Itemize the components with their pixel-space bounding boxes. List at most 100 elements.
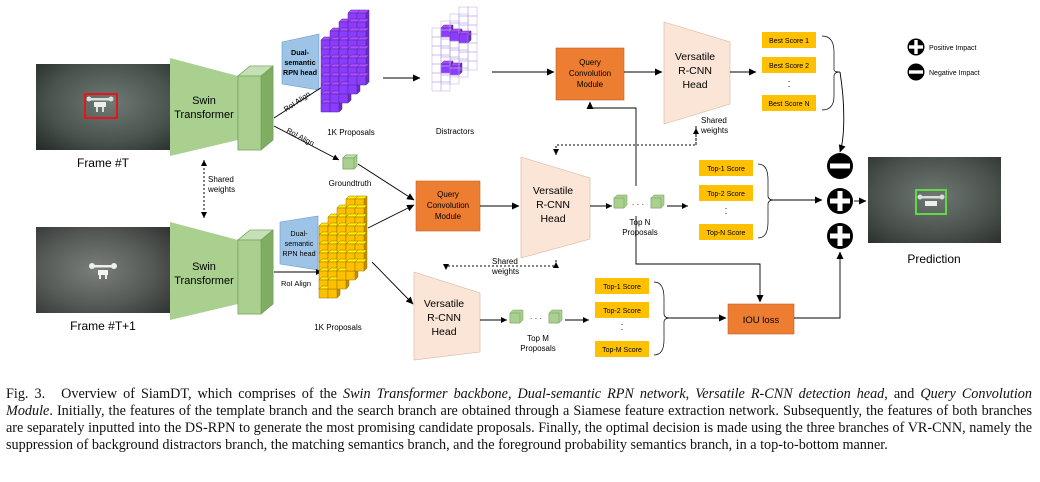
svg-text:· · ·: · · · <box>632 200 644 209</box>
roi-align-label-top: RoI Align <box>282 89 312 113</box>
swin-label-top-2: Transformer <box>174 109 234 121</box>
proposal-cube <box>329 102 340 113</box>
swin-label-top-1: Swin <box>192 95 216 107</box>
rpn-top-label-2: semantic <box>284 58 315 67</box>
distractor-cell <box>440 47 451 58</box>
distractor-cell <box>467 60 478 71</box>
rcnn-shared-weights-4: weights <box>491 267 519 276</box>
rcnn-mid-label-1: Versatile <box>533 185 573 197</box>
top-n-cube-2 <box>650 194 665 209</box>
distractor-cell <box>440 36 451 47</box>
proposal-cube <box>356 75 367 86</box>
rpn-bottom-label-1: Dual- <box>290 229 308 238</box>
legend-positive-label: Positive Impact <box>929 45 977 52</box>
roi-align-label-bottom: RoI Align <box>281 279 311 288</box>
rcnn-top-label-2: R-CNN <box>678 65 712 77</box>
distractor-cell <box>458 6 469 17</box>
distractor-cell <box>467 15 478 26</box>
top-m-cube-1 <box>509 309 524 324</box>
target-box <box>84 93 118 119</box>
distractor-cell <box>449 74 460 85</box>
swin-label-bottom-1: Swin <box>192 261 216 273</box>
brace-top <box>757 163 775 239</box>
top-score-n: Top-N Score <box>707 230 746 237</box>
distractor-cell <box>431 36 442 47</box>
qcm-top-label-3: Module <box>577 80 604 89</box>
distractor-cell <box>467 42 478 53</box>
distractors-label: Distractors <box>436 127 474 136</box>
proposal-cube <box>318 288 329 299</box>
rcnn-shared-weights-2: weights <box>700 126 728 135</box>
proposal-cube <box>336 279 347 290</box>
query-conv-module-top: Query Convolution Module <box>555 47 625 101</box>
rpn-top-label-3: RPN head <box>283 68 317 77</box>
svg-text:· · ·: · · · <box>530 314 542 323</box>
distractor-cell <box>431 27 442 38</box>
plus-circle-icon <box>827 188 853 214</box>
figure-number: Fig. 3. <box>6 386 46 402</box>
swin-transformer-top <box>170 58 238 156</box>
minus-circle-icon <box>827 153 853 179</box>
distractor-cell <box>467 6 478 17</box>
svg-text:·: · <box>788 76 791 86</box>
rpn-bottom-label-2: semantic <box>285 239 314 248</box>
ds-rpn-head-top: Dual- semantic RPN head <box>281 33 320 91</box>
proposal-cube <box>347 75 358 86</box>
topm-score-m: Top-M Score <box>602 347 642 354</box>
distractor-cell <box>440 72 451 83</box>
architecture-diagram: Frame #T Frame #T+1 Swin Transformer Swi… <box>36 6 1001 361</box>
svg-text:·: · <box>621 319 624 329</box>
proposal-cube <box>449 31 460 42</box>
feature-map-top <box>237 65 274 151</box>
caption-term: Versatile R-CNN detection head <box>695 386 885 402</box>
frame-t <box>36 64 170 150</box>
distractor-cell <box>449 40 460 51</box>
rcnn-head-top: Versatile R-CNN Head <box>663 21 731 125</box>
query-conv-module-middle: Query Convolution Module <box>415 180 481 232</box>
roi-align-label-gt: RoI Align <box>285 126 316 148</box>
groundtruth-cube <box>342 154 358 170</box>
distractor-cell <box>458 67 469 78</box>
qcm-top-label-1: Query <box>579 58 601 67</box>
proposal-cube <box>320 102 331 113</box>
iou-loss-label: IOU loss <box>743 315 780 326</box>
distractor-cell <box>431 63 442 74</box>
shared-weights-label-2: weights <box>207 185 235 194</box>
proposals-stack-top <box>320 9 370 113</box>
distractor-cell <box>440 81 451 92</box>
proposals-stack-bottom <box>318 195 368 299</box>
drone-icon <box>86 96 114 112</box>
top-n-label-2: Proposals <box>622 228 658 237</box>
drone-icon <box>89 263 117 279</box>
distractor-cell <box>458 13 469 24</box>
proposal-cube <box>327 279 338 290</box>
distractors-grid <box>431 6 478 92</box>
distractor-cell <box>458 51 469 62</box>
svg-text:·: · <box>725 208 728 218</box>
proposal-cube <box>336 270 347 281</box>
swin-transformer-bottom <box>170 222 238 320</box>
rcnn-shared-weights-1: Shared <box>701 116 727 125</box>
proposal-cube <box>345 261 356 272</box>
distractor-cell <box>431 72 442 83</box>
svg-text:·: · <box>725 203 728 213</box>
top-score-1: Top-1 Score <box>707 166 745 173</box>
top-score-2: Top-2 Score <box>707 191 745 198</box>
distractor-cell <box>431 81 442 92</box>
caption-term: Swin Transformer backbone <box>342 386 508 402</box>
proposal-cube <box>329 93 340 104</box>
top-m-label-2: Proposals <box>520 344 556 353</box>
top-n-cube-1 <box>613 194 628 209</box>
figure-caption: Fig. 3.Overview of SiamDT, which compris… <box>6 386 1032 453</box>
distractor-cell <box>431 54 442 65</box>
best-score-2: Best Score 2 <box>769 63 809 70</box>
legend-negative: Negative Impact <box>907 63 980 81</box>
qcm-mid-label-1: Query <box>437 190 459 199</box>
ds-rpn-head-bottom: Dual- semantic RPN head <box>279 215 319 271</box>
shared-weights-label-1: Shared <box>208 175 234 184</box>
proposal-cube <box>458 33 469 44</box>
iou-loss-box <box>727 303 795 335</box>
distractor-cell <box>440 45 451 56</box>
topm-score-stack: Top-1 Score Top-2 Score · · Top-M Score <box>595 278 649 357</box>
top-n-label-1: Top N <box>630 218 651 227</box>
